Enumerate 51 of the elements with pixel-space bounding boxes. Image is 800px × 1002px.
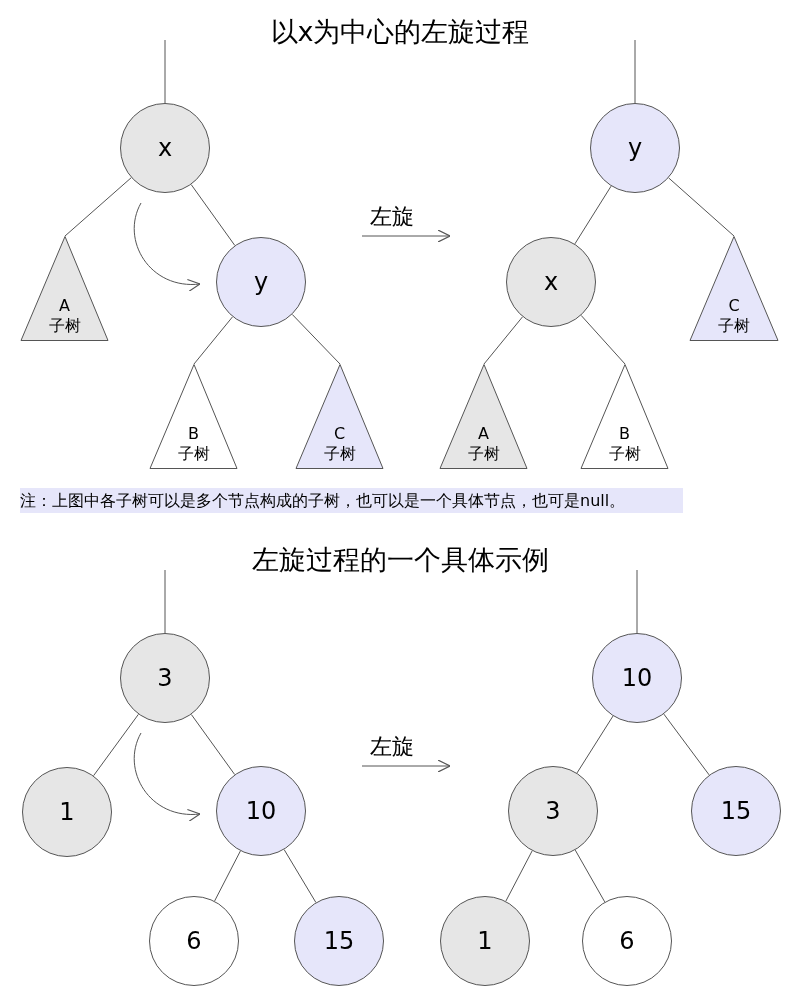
node-label: 1 (476, 926, 494, 956)
node-label: 1 (58, 797, 76, 827)
tree-edge (164, 569, 166, 634)
section-heading: 左旋过程的一个具体示例 (250, 543, 550, 577)
node-label: 子树 (466, 444, 501, 464)
node-label: 子树 (717, 316, 751, 336)
node-label: B (187, 424, 200, 444)
tree-edge (64, 177, 132, 237)
tree-edge (483, 316, 524, 365)
tree-edge (93, 713, 139, 777)
node-label: A (58, 296, 71, 316)
node-label: 3 (544, 796, 562, 826)
node-label: C (727, 296, 741, 316)
node-label: 子树 (47, 316, 82, 336)
tree-edge (190, 714, 236, 775)
arrow-label: 左旋 (370, 733, 414, 761)
diagram-title: 以x为中心的左旋过程 (269, 15, 531, 49)
tree-edge (291, 313, 341, 365)
tree-edge (505, 850, 533, 902)
node-label: 子树 (322, 444, 357, 464)
node-label: 3 (156, 663, 174, 693)
node-label: 6 (185, 926, 203, 956)
node-label: x (542, 267, 560, 297)
tree-edge (164, 39, 166, 104)
node-label: C (332, 424, 347, 444)
tree-edge (190, 184, 236, 246)
tree-edge (668, 177, 735, 237)
tree-edge (574, 185, 612, 245)
tree-edge (574, 849, 606, 903)
node-label: 子树 (607, 444, 642, 464)
tree-edge (663, 713, 710, 776)
tree-edge (283, 849, 317, 903)
tree-edge (214, 850, 241, 902)
node-label: y (252, 267, 270, 297)
tree-edge (576, 715, 614, 774)
arrow-label: 左旋 (370, 203, 414, 231)
node-label: 6 (618, 926, 636, 956)
node-label: x (156, 133, 174, 163)
tree-edge (634, 39, 636, 104)
node-label: 子树 (176, 444, 211, 464)
node-label: y (626, 133, 644, 163)
note-text: 注：上图中各子树可以是多个节点构成的子树，也可以是一个具体节点，也可是null。 (20, 488, 683, 513)
node-label: 10 (620, 663, 654, 693)
node-label: 15 (719, 796, 753, 826)
tree-edge (193, 316, 234, 365)
node-label: B (618, 424, 631, 444)
tree-edge (580, 314, 626, 365)
node-label: 10 (244, 796, 278, 826)
tree-edge (636, 569, 638, 634)
node-label: A (477, 424, 490, 444)
node-label: 15 (322, 926, 356, 956)
